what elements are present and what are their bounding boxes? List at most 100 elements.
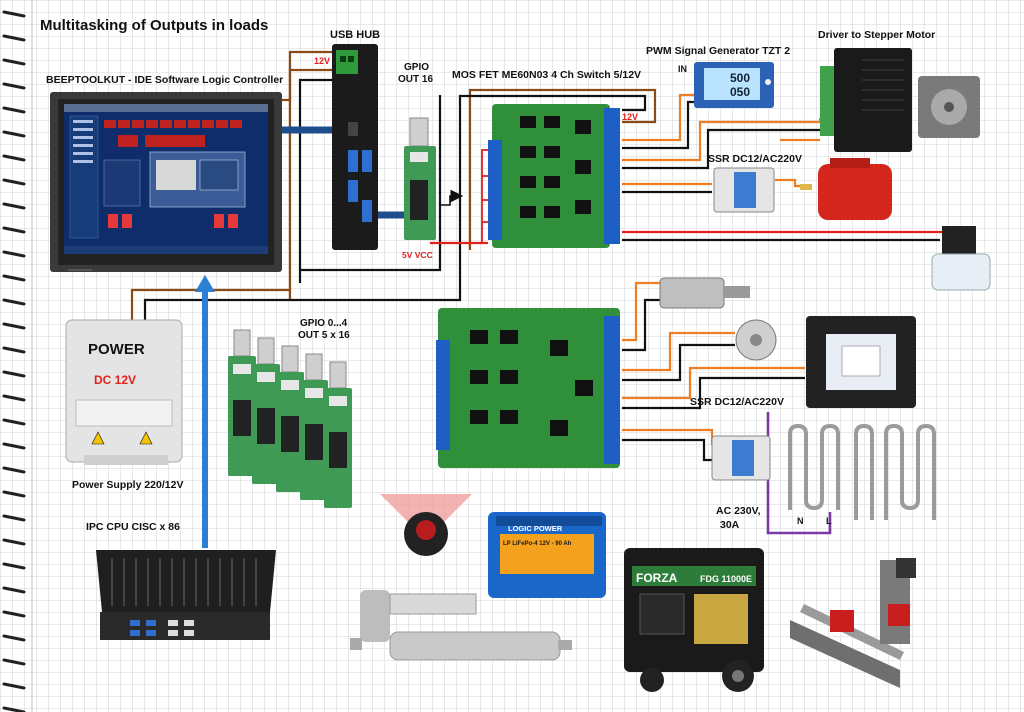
wire-out-pwm-1 xyxy=(622,93,696,142)
stepper-motor xyxy=(918,76,980,138)
wire-b-fan-2 xyxy=(622,343,735,382)
power-supply-label: Power Supply 220/12V xyxy=(72,479,183,491)
wire-gpio-signal xyxy=(440,189,464,206)
ac-label-line2: 30A xyxy=(720,519,740,531)
stepper-driver-label: Driver to Stepper Motor xyxy=(818,29,935,41)
controller-label: BEEPTOOLKUT - IDE Software Logic Control… xyxy=(46,74,283,86)
gpio-module-stack xyxy=(228,329,352,508)
power-brand: POWER xyxy=(88,341,145,358)
spiral-ring xyxy=(2,178,26,186)
spiral-ring xyxy=(2,466,26,474)
spiral-ring xyxy=(2,394,26,402)
wire-gnd-hub xyxy=(298,78,338,270)
gpio-module xyxy=(252,337,280,484)
cnc-linear-stage xyxy=(790,558,916,688)
ipc-computer xyxy=(96,550,276,640)
heating-elements xyxy=(788,423,936,520)
usb-hub-label: USB HUB xyxy=(330,29,380,41)
dc-fan-motor xyxy=(735,319,777,361)
spiral-ring xyxy=(2,658,26,666)
wire-gnd-a xyxy=(143,94,647,320)
spiral-ring xyxy=(2,346,26,354)
spiral-ring xyxy=(2,250,26,258)
mosfet-label: MOS FET ME60N03 4 Ch Switch 5/12V xyxy=(452,69,641,81)
spiral-ring xyxy=(2,562,26,570)
n-terminal-label: N xyxy=(797,516,804,526)
spiral-ring xyxy=(2,538,26,546)
voltage-12v-label: 12V xyxy=(314,56,330,66)
wire-psu-brown xyxy=(130,288,290,320)
ipc-label: IPC CPU CISC x 86 xyxy=(86,521,180,533)
battery xyxy=(488,512,606,598)
l-terminal-label: L xyxy=(826,516,832,526)
spiral-ring xyxy=(2,34,26,42)
battery-model: LP LiFePo-4 12V - 90 Ah xyxy=(503,541,572,547)
spiral-ring xyxy=(2,490,26,498)
gpio-module xyxy=(228,329,256,476)
notebook-spiral xyxy=(2,10,26,712)
gpio-group-label-line2: OUT 5 x 16 xyxy=(298,330,350,341)
wire-b-lamp-2 xyxy=(622,376,805,410)
usb-hub xyxy=(332,44,378,250)
wires xyxy=(130,50,946,548)
spiral-ring xyxy=(2,682,26,690)
vcc-5v-label: 5V VCC xyxy=(402,250,433,260)
wire-12v-mosfet xyxy=(468,88,657,250)
gpio-out16-module xyxy=(404,117,436,240)
spiral-ring xyxy=(2,106,26,114)
spiral-ring xyxy=(2,442,26,450)
wire-red-jumpers-top xyxy=(481,149,488,243)
page-title: Multitasking of Outputs in loads xyxy=(40,17,268,34)
power-supply xyxy=(65,319,183,465)
gpio-module xyxy=(276,345,304,492)
spiral-ring xyxy=(2,130,26,138)
spiral-ring xyxy=(2,82,26,90)
ssr-bottom-label: SSR DC12/AC220V xyxy=(690,396,784,408)
pwm-in-label: IN xyxy=(678,64,687,74)
ssr-bottom xyxy=(711,435,771,481)
wire-out-pwm-2 xyxy=(622,100,696,150)
linear-actuator xyxy=(350,590,572,661)
led-floodlight xyxy=(806,316,916,408)
spiral-ring xyxy=(2,370,26,378)
gpio-module xyxy=(324,361,352,508)
spiral-ring xyxy=(2,706,26,712)
gpio-out16-label-line1: GPIO xyxy=(404,62,429,73)
wire-b-ssr-2 xyxy=(622,438,712,462)
wire-b-fan-1 xyxy=(622,331,735,372)
ac-label-line1: AC 230V, xyxy=(716,505,761,517)
spiral-ring xyxy=(2,202,26,210)
pwm-label: PWM Signal Generator TZT 2 xyxy=(646,45,790,57)
spiral-ring xyxy=(2,58,26,66)
mosfet-board-bottom xyxy=(436,308,620,468)
spiral-ring xyxy=(2,154,26,162)
ipc-link-arrow-head xyxy=(195,275,215,292)
mosfet-board-top xyxy=(488,104,620,248)
wire-b-lamp-1 xyxy=(622,366,805,400)
spiral-ring xyxy=(2,610,26,618)
spiral-ring xyxy=(2,274,26,282)
spiral-ring xyxy=(2,298,26,306)
ac-motor xyxy=(800,158,892,220)
stepper-driver xyxy=(820,48,912,152)
buzzer-beacon xyxy=(380,494,472,556)
wire-12v-bus xyxy=(288,68,338,300)
wire-gnd-b xyxy=(298,95,442,283)
wire-b-solenoid-2 xyxy=(622,298,660,352)
mosfet-12v-label: 12V xyxy=(622,112,638,122)
solenoid-lock xyxy=(659,277,750,309)
generator xyxy=(624,548,764,692)
spiral-ring xyxy=(2,418,26,426)
pwm-display-bottom: 050 xyxy=(730,85,750,99)
spiral-ring xyxy=(2,322,26,330)
spiral-ring xyxy=(2,226,26,234)
generator-model: FDG 11000E xyxy=(700,574,752,584)
wire-out-stepper-2 xyxy=(622,128,820,170)
solenoid-valve xyxy=(931,226,991,291)
power-dc-label: DC 12V xyxy=(94,373,136,387)
spiral-ring xyxy=(2,10,26,18)
spiral-ring xyxy=(2,634,26,642)
gpio-group-label-line1: GPIO 0...4 xyxy=(300,318,348,329)
gpio-module xyxy=(300,353,328,500)
